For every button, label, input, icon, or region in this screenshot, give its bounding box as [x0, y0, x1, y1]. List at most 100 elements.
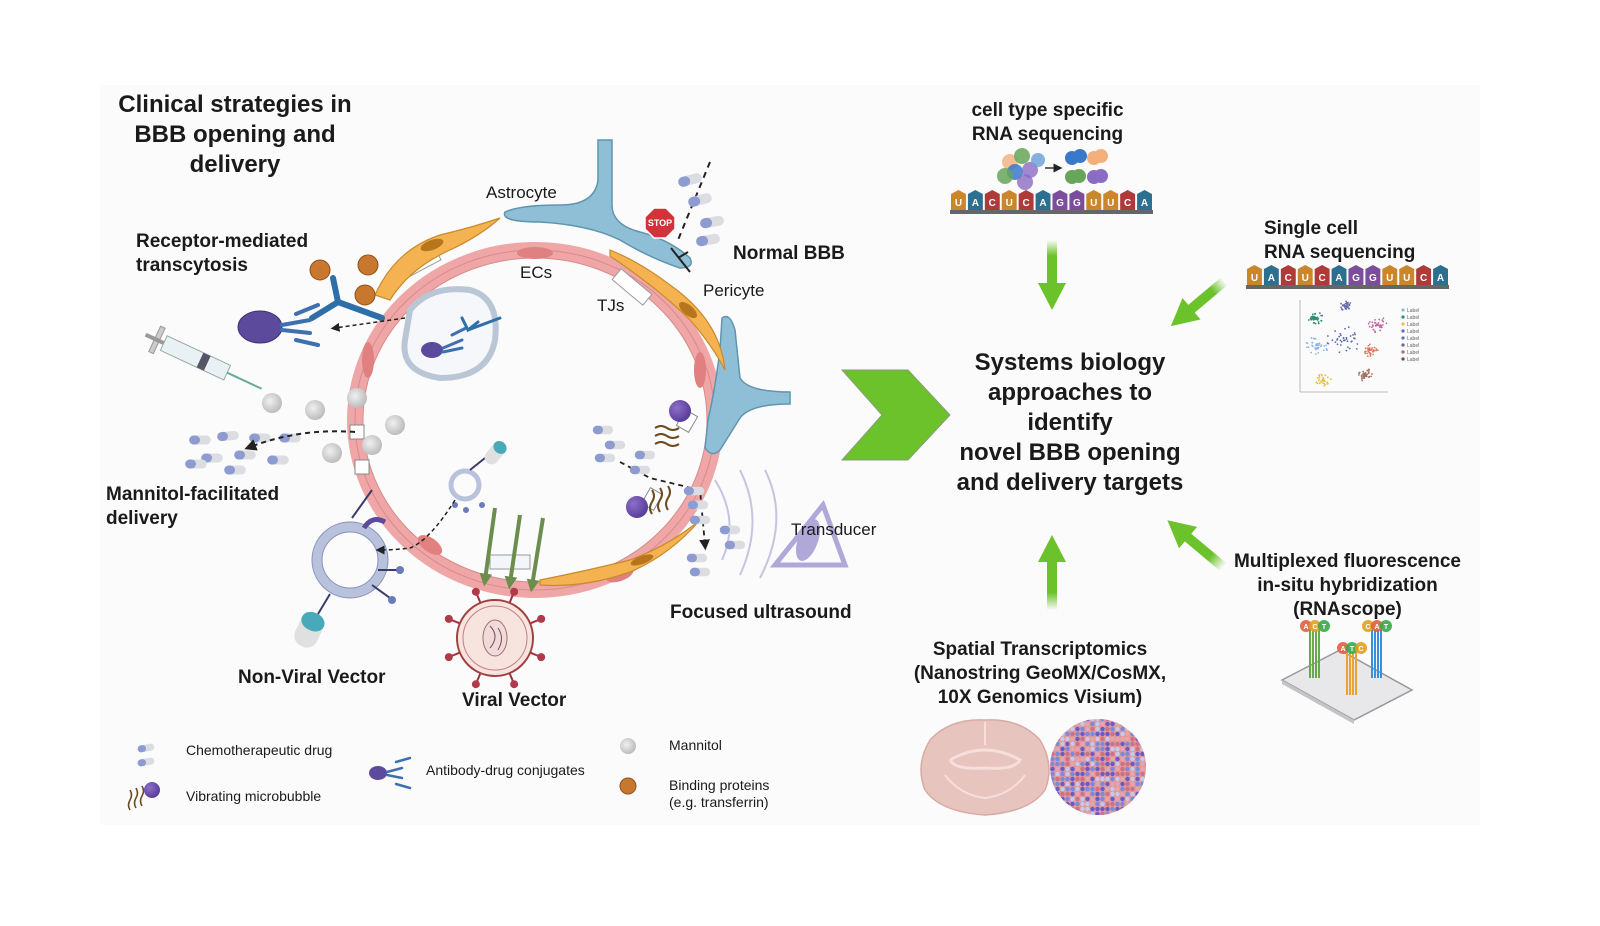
tsne-point	[1378, 318, 1381, 321]
stop-sign-icon: STOP	[644, 207, 676, 239]
tsne-point	[1381, 319, 1384, 321]
spatial-spot	[1085, 726, 1090, 732]
spatial-spot	[1145, 781, 1146, 787]
tsne-point	[1329, 378, 1332, 380]
spatial-spot	[1070, 791, 1075, 797]
spatial-spot	[1135, 746, 1140, 752]
spatial-spot	[1130, 731, 1135, 737]
spatial-spot	[1065, 776, 1070, 782]
spatial-spot	[1050, 721, 1055, 727]
spatial-spot	[1065, 791, 1070, 797]
spatial-spot	[1050, 791, 1055, 797]
spatial-spot	[1140, 736, 1145, 742]
svg-text:U: U	[1386, 273, 1393, 284]
tsne-legend-label: Label	[1407, 329, 1419, 335]
tsne-point	[1375, 324, 1377, 327]
tsne-legend-label: Label	[1407, 343, 1419, 349]
spatial-spot	[1070, 781, 1075, 787]
probe-bead	[1309, 620, 1321, 632]
tsne-point	[1355, 347, 1358, 350]
nucleotide-C: C	[984, 190, 1000, 210]
spatial-spot	[1065, 801, 1070, 807]
tsne-point	[1338, 351, 1341, 354]
spatial-spot	[1120, 771, 1125, 777]
spatial-spot	[1110, 766, 1115, 772]
spatial-spot	[1135, 756, 1140, 762]
tsne-point	[1345, 336, 1348, 339]
spatial-spot	[1125, 781, 1130, 787]
tsne-point	[1316, 344, 1319, 347]
nucleotide-C: C	[1120, 190, 1136, 210]
tsne-legend-marker	[1401, 308, 1405, 312]
spatial-spot	[1125, 801, 1130, 807]
spatial-spot	[1065, 746, 1070, 752]
spatial-spot	[1080, 801, 1085, 807]
capsule-icon	[137, 757, 155, 767]
spatial-spot	[1055, 811, 1060, 815]
spatial-spot	[1100, 756, 1105, 762]
spatial-spot	[1115, 736, 1120, 742]
spatial-spot	[1080, 766, 1085, 772]
capsule-icon	[634, 450, 656, 460]
spatial-spot	[1090, 726, 1095, 732]
tsne-point	[1323, 385, 1325, 387]
spatial-spot	[1070, 736, 1075, 742]
tsne-point	[1371, 347, 1374, 349]
tsne-point	[1334, 341, 1337, 344]
mannitol-path-arrow	[244, 430, 356, 451]
svg-text:G: G	[1073, 198, 1081, 209]
legend-chemotherapeutic-drug: Chemotherapeutic drug	[186, 742, 333, 758]
spatial-spot	[1120, 761, 1125, 767]
spatial-spot	[1085, 721, 1090, 727]
capsule-icon	[224, 465, 246, 475]
spatial-spot	[1125, 741, 1130, 747]
spatial-spot	[1090, 796, 1095, 802]
spatial-spot	[1095, 719, 1100, 722]
spatial-spot	[1065, 786, 1070, 792]
nucleotide-U: U	[951, 190, 966, 210]
spatial-spot	[1090, 746, 1095, 752]
tsne-point	[1346, 304, 1349, 306]
spatial-spot	[1120, 781, 1125, 787]
tsne-point	[1347, 305, 1349, 308]
tsne-legend-marker	[1401, 343, 1405, 347]
rna-backbone	[1246, 285, 1449, 289]
capsule-icon	[719, 525, 741, 535]
capsule-icon	[688, 193, 712, 207]
capsule-icon	[689, 567, 711, 577]
spatial-spot	[1145, 756, 1146, 762]
tsne-point	[1368, 368, 1370, 371]
tsne-point	[1346, 302, 1349, 305]
tight-junction	[611, 268, 653, 306]
tsne-point	[1326, 335, 1329, 337]
tsne-point	[1348, 347, 1351, 350]
viral-vector-illustration	[444, 507, 546, 689]
nucleotide-G: G	[1069, 190, 1085, 210]
tight-junction	[354, 459, 370, 475]
spatial-spot	[1125, 791, 1130, 797]
spatial-spot	[1090, 776, 1095, 782]
spatial-spot	[1140, 761, 1145, 767]
spatial-spot	[1145, 801, 1146, 807]
tsne-point	[1314, 338, 1317, 340]
arrow-up-left-icon	[1167, 520, 1227, 571]
spatial-spot	[1085, 761, 1090, 767]
tsne-point	[1364, 351, 1366, 353]
tsne-point	[1365, 374, 1368, 377]
spatial-spot	[1125, 796, 1130, 802]
tsne-point	[1340, 340, 1343, 343]
spatial-spot	[1145, 761, 1146, 767]
spatial-spot	[1075, 726, 1080, 732]
tsne-point	[1381, 324, 1384, 326]
nucleotide-G: G	[1052, 190, 1068, 210]
spatial-spot	[1060, 731, 1065, 737]
probe-bead	[1362, 620, 1374, 632]
spatial-spot	[1130, 719, 1135, 722]
spatial-spot	[1090, 791, 1095, 797]
tsne-point	[1368, 348, 1371, 351]
spatial-spot	[1115, 721, 1120, 727]
spatial-spot	[1095, 776, 1100, 782]
tsne-point	[1356, 343, 1359, 345]
microbubble-icon	[127, 782, 160, 811]
